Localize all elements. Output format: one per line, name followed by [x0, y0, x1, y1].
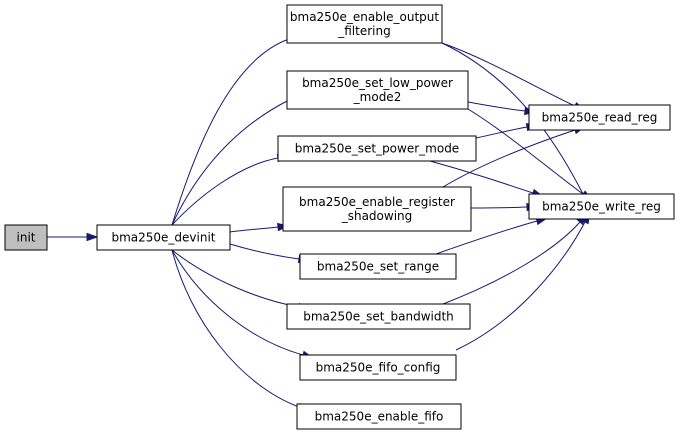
edge-line [475, 126, 528, 139]
edge-line [229, 226, 279, 233]
edge-line [441, 42, 576, 107]
edge-devinit-to-enable-output-filtering [171, 35, 300, 226]
node-init[interactable]: init [4, 224, 48, 251]
node-box [286, 70, 469, 110]
nodes-layer: init bma250e_devinit bma250e_enable_output… [4, 4, 675, 430]
node-label: bma250e_enable_output [290, 10, 439, 24]
node-box [277, 135, 477, 162]
node-set-low-power-mode2[interactable]: bma250e_set_low_power_mode2 [286, 70, 469, 110]
node-box [296, 403, 462, 430]
node-enable-fifo[interactable]: bma250e_enable_fifo [296, 403, 462, 430]
node-set-range[interactable]: bma250e_set_range [299, 253, 457, 280]
edge-devinit-to-enable-fifo [171, 249, 310, 412]
node-label: bma250e_write_reg [542, 200, 661, 214]
node-box [299, 253, 457, 280]
node-set-power-mode[interactable]: bma250e_set_power_mode [277, 135, 477, 162]
node-box [4, 224, 48, 251]
edge-devinit-to-set-power-mode [171, 153, 290, 226]
node-label: _shadowing [341, 209, 413, 223]
node-fifo-config[interactable]: bma250e_fifo_config [299, 354, 457, 381]
edge-line [171, 249, 304, 356]
edge-line [171, 157, 279, 226]
node-label: init [17, 231, 36, 245]
edge-set-low-power-mode2-to-read-reg [467, 101, 537, 116]
node-devinit[interactable]: bma250e_devinit [96, 224, 231, 251]
edge-line [467, 101, 526, 112]
edge-line [171, 249, 300, 308]
node-box [528, 104, 671, 131]
edge-enable-register-shadowing-to-write-reg [470, 202, 539, 212]
node-box [282, 186, 472, 232]
edge-line [470, 206, 528, 209]
node-write-reg[interactable]: bma250e_write_reg [528, 193, 675, 220]
arrowhead-icon [86, 232, 99, 242]
edge-line [171, 249, 300, 408]
node-box [528, 193, 675, 220]
node-box [96, 224, 231, 251]
edge-devinit-to-enable-register-shadowing [229, 222, 290, 233]
edge-line [442, 221, 581, 305]
node-label: bma250e_enable_register [299, 195, 455, 209]
node-box [299, 354, 457, 381]
node-label: bma250e_fifo_config [316, 361, 441, 375]
node-enable-register-shadowing[interactable]: bma250e_enable_register_shadowing [282, 186, 472, 232]
edge-init-to-devinit [47, 232, 99, 242]
node-set-bandwidth[interactable]: bma250e_set_bandwidth [286, 303, 471, 330]
node-label: bma250e_read_reg [542, 111, 658, 125]
edge-line [467, 108, 584, 195]
edge-line [455, 221, 586, 351]
edge-line [229, 243, 300, 260]
node-label: _filtering [337, 24, 390, 38]
node-label: bma250e_set_low_power [302, 76, 453, 90]
node-box [286, 4, 443, 44]
node-label: bma250e_set_power_mode [295, 142, 459, 156]
node-label: bma250e_devinit [111, 231, 215, 245]
edge-line [171, 99, 290, 226]
edge-fifo-config-to-write-reg [455, 211, 591, 351]
edge-devinit-to-set-range [229, 243, 311, 264]
node-label: bma250e_set_bandwidth [303, 310, 454, 324]
edge-line [171, 38, 290, 226]
edge-line [442, 129, 576, 188]
edge-line [429, 160, 534, 194]
node-label: _mode2 [353, 90, 402, 104]
node-label: bma250e_enable_fifo [315, 410, 444, 424]
edge-line [435, 220, 538, 255]
node-label: bma250e_set_range [317, 260, 439, 274]
node-box [286, 303, 471, 330]
node-enable-output-filtering[interactable]: bma250e_enable_output_filtering [286, 4, 443, 44]
node-read-reg[interactable]: bma250e_read_reg [528, 104, 671, 131]
